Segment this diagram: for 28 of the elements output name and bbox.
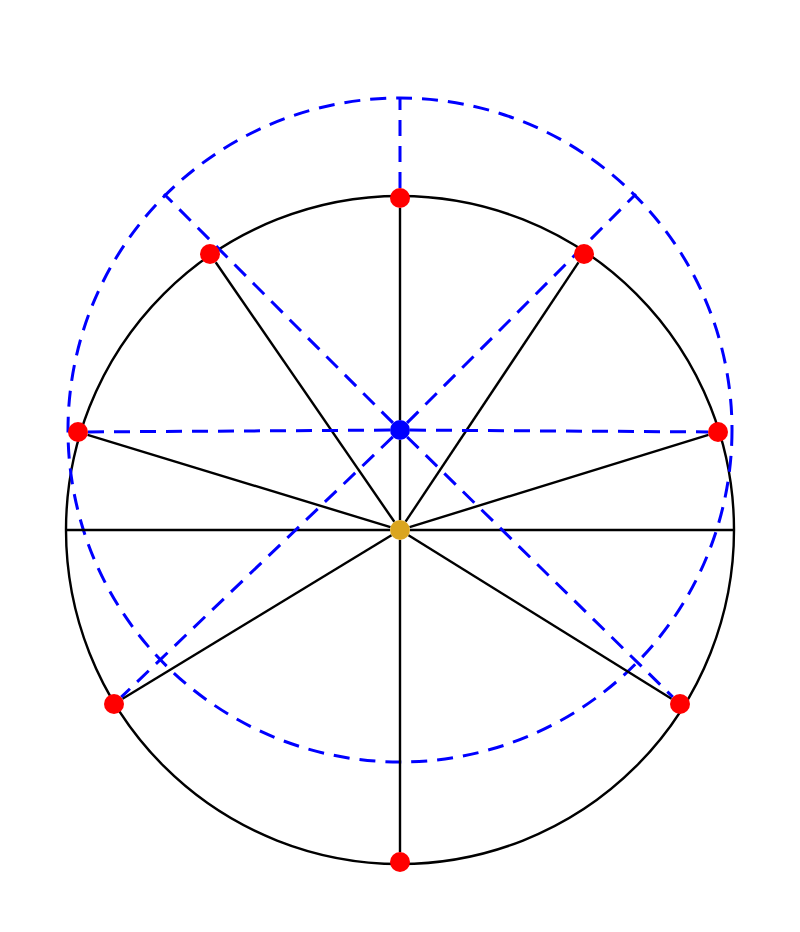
- line: [398, 540, 402, 852]
- dashed-line: [398, 98, 402, 188]
- dashed-line: [410, 428, 708, 434]
- point: [390, 852, 410, 872]
- center-point: [390, 520, 410, 540]
- dashed-line: [406, 435, 674, 699]
- dashed-line: [120, 435, 394, 699]
- line: [410, 528, 734, 532]
- line: [214, 261, 396, 523]
- line: [121, 534, 393, 700]
- center-point: [390, 420, 410, 440]
- point: [104, 694, 124, 714]
- line: [66, 528, 390, 532]
- line: [87, 433, 391, 529]
- line: [398, 208, 402, 420]
- line: [407, 534, 673, 700]
- point: [574, 244, 594, 264]
- line: [398, 440, 402, 520]
- point: [390, 188, 410, 208]
- point: [670, 694, 690, 714]
- dashed-line: [162, 192, 394, 424]
- point: [708, 422, 728, 442]
- point: [68, 422, 88, 442]
- dashed-line: [406, 192, 638, 424]
- line: [404, 261, 580, 523]
- dashed-line: [88, 428, 390, 434]
- point: [200, 244, 220, 264]
- line: [409, 433, 709, 529]
